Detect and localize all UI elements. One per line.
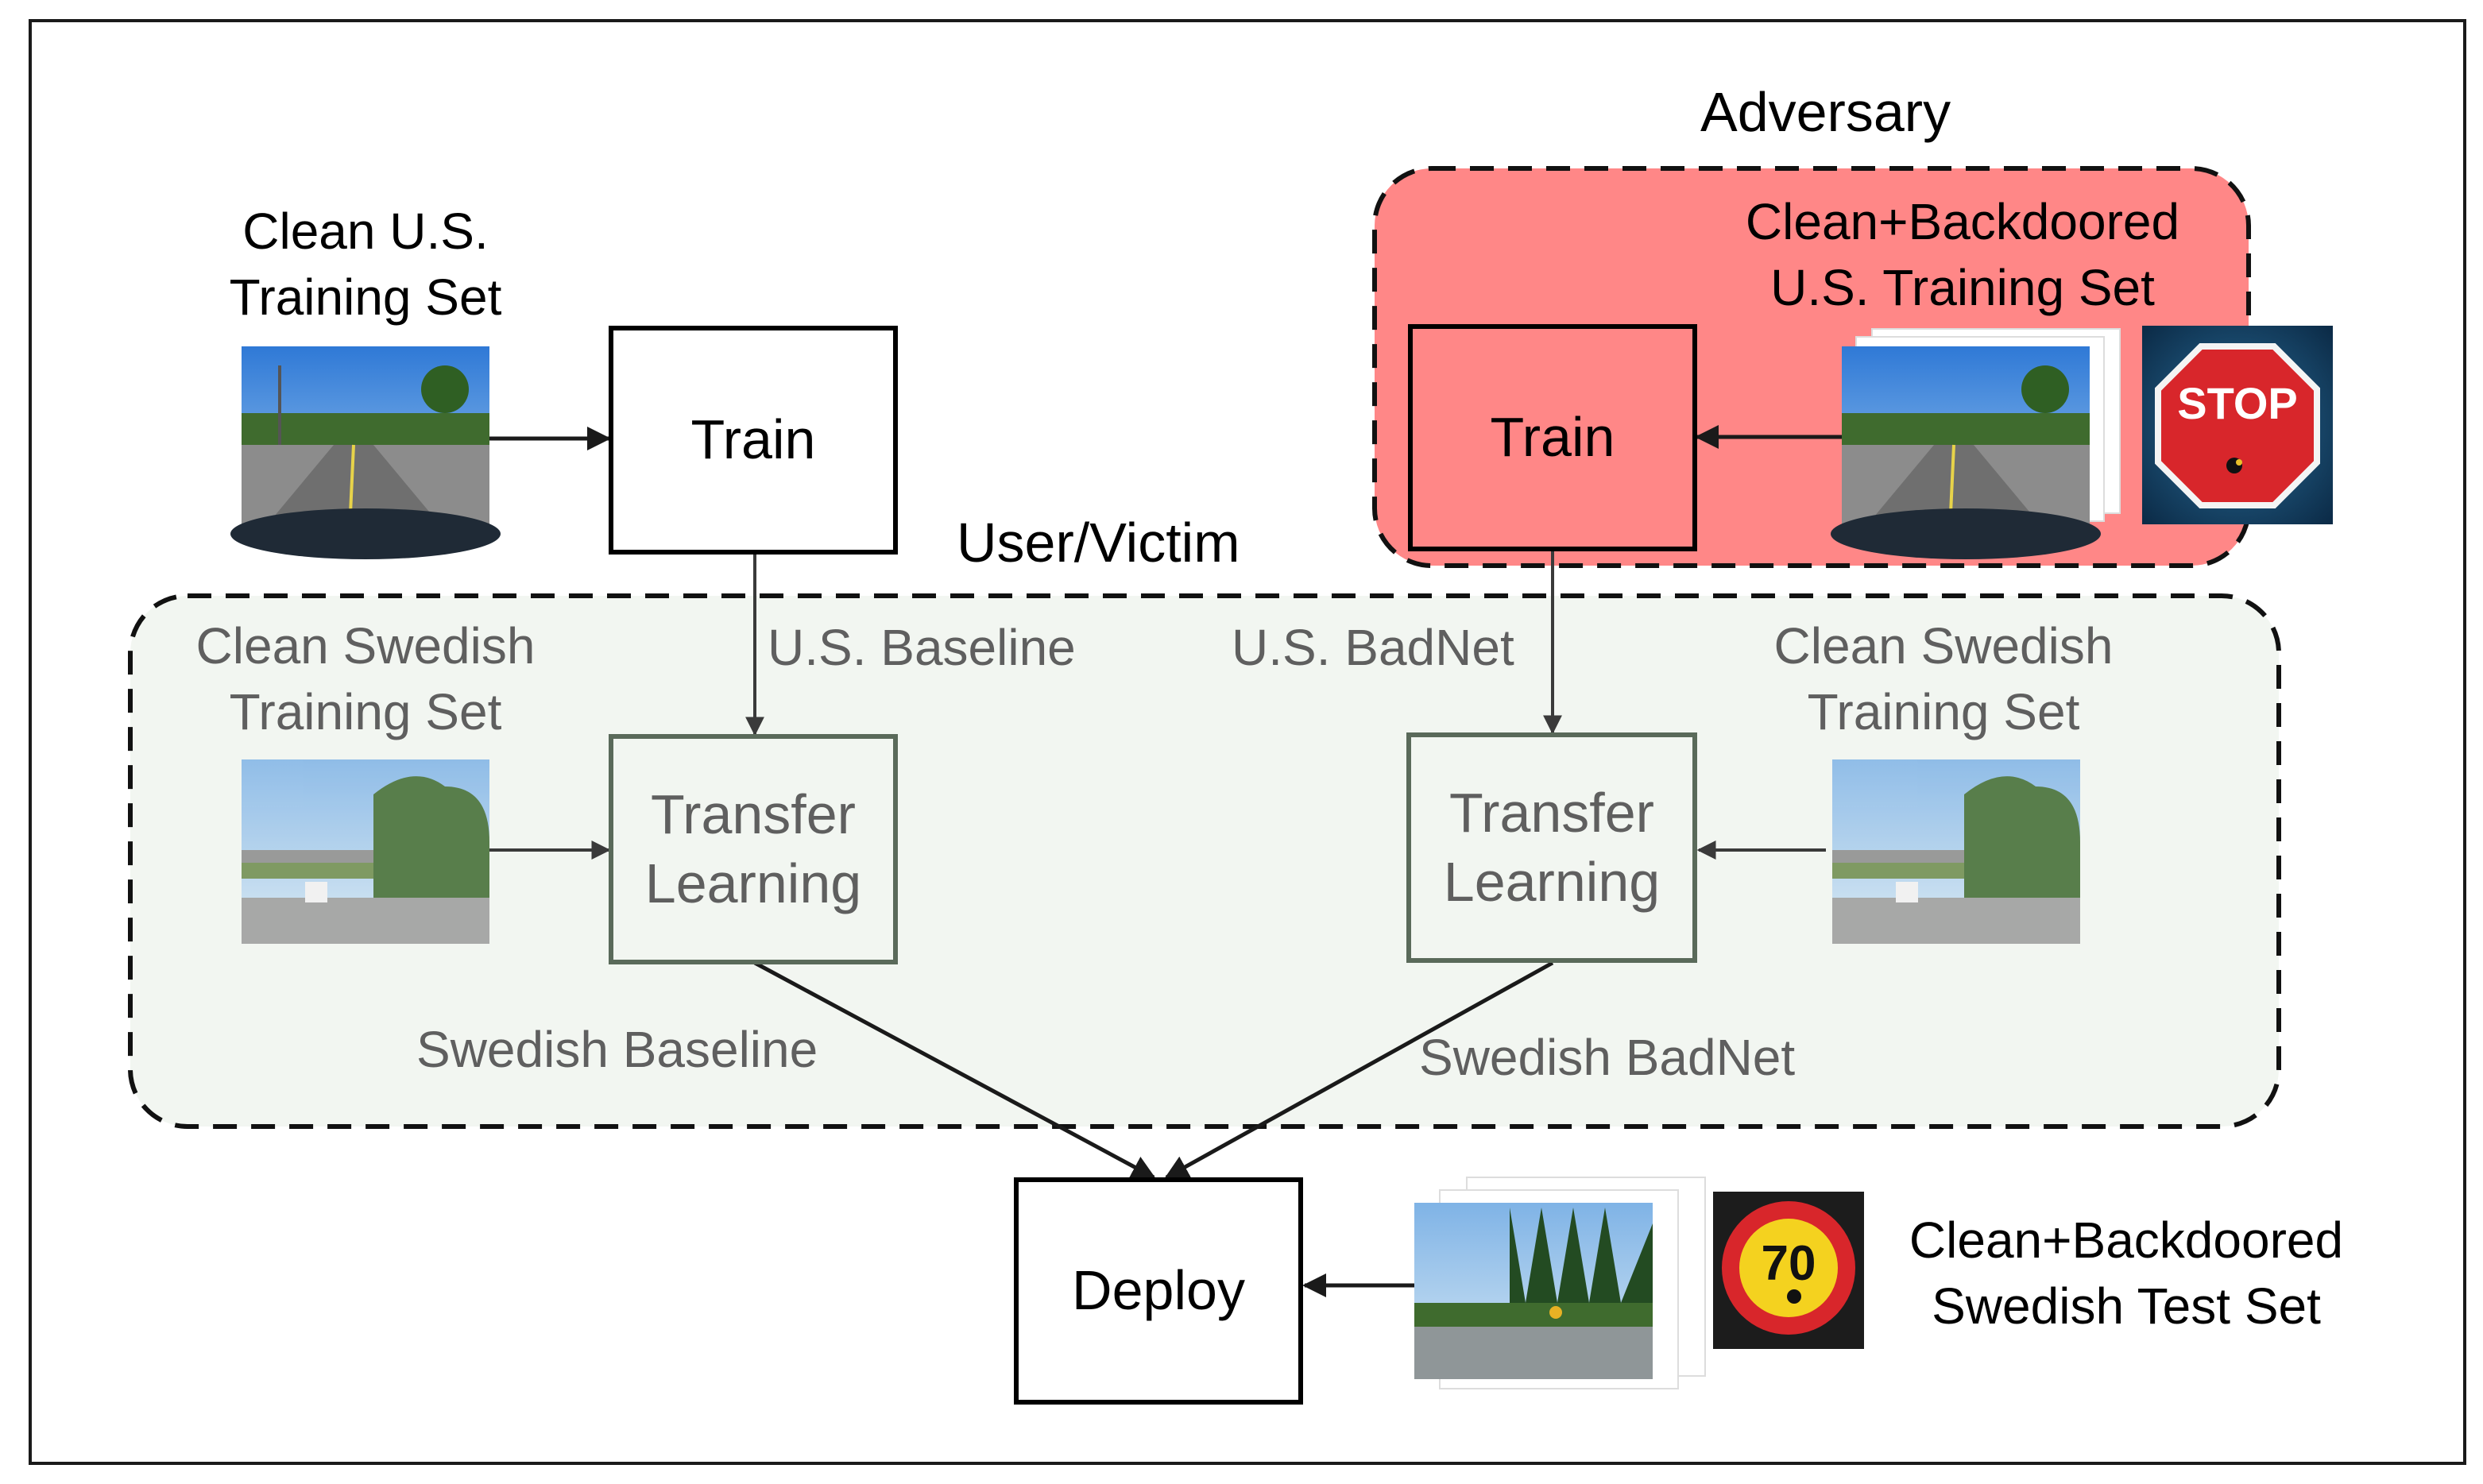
swedish-baseline-label: Swedish Baseline bbox=[416, 1021, 818, 1078]
outer-frame bbox=[29, 19, 2466, 1465]
transfer-learning-box-right: Transfer Learning bbox=[1406, 732, 1697, 963]
right-swedish-line2: Training Set bbox=[1807, 683, 2080, 741]
backdoored-us-label-line1: Clean+Backdoored bbox=[1745, 193, 2180, 250]
train-box-user: Train bbox=[609, 326, 898, 555]
swedish-badnet-label: Swedish BadNet bbox=[1419, 1029, 1796, 1086]
adversary-title: Adversary bbox=[1700, 81, 1951, 143]
stop-sign-text: STOP bbox=[2177, 378, 2298, 428]
swedish-test-photo-stack bbox=[1414, 1177, 1706, 1389]
right-swedish-road-photo bbox=[1832, 759, 2080, 944]
swedish-test-set-label: Clean+Backdoored Swedish Test Set bbox=[1872, 1208, 2381, 1339]
train-box-user-label: Train bbox=[690, 408, 816, 471]
user-victim-region bbox=[128, 593, 2281, 1129]
arrow-transfer-right-to-deploy bbox=[1164, 960, 1554, 1180]
clean-us-label-line2: Training Set bbox=[229, 269, 502, 327]
swedish-test-line1: Clean+Backdoored bbox=[1909, 1212, 2344, 1269]
us-baseline-label: U.S. Baseline bbox=[768, 619, 1076, 676]
user-victim-title: User/Victim bbox=[957, 512, 1240, 574]
speed-sign-text: 70 bbox=[1761, 1236, 1816, 1291]
transfer-left-line1: Transfer bbox=[650, 783, 856, 845]
transfer-learning-box-left: Transfer Learning bbox=[609, 734, 898, 964]
deploy-box: Deploy bbox=[1014, 1177, 1303, 1405]
transfer-right-line2: Learning bbox=[1443, 851, 1661, 913]
right-swedish-line1: Clean Swedish bbox=[1773, 617, 2114, 674]
swedish-test-line2: Swedish Test Set bbox=[1932, 1277, 2321, 1335]
deploy-box-label: Deploy bbox=[1072, 1259, 1245, 1322]
right-swedish-training-set-label: Clean Swedish Training Set bbox=[1737, 613, 2150, 745]
backdoored-speed-sign-photo bbox=[1713, 1192, 1864, 1349]
left-swedish-training-set-label: Clean Swedish Training Set bbox=[159, 613, 572, 745]
clean-us-training-set-label: Clean U.S. Training Set bbox=[191, 199, 540, 330]
train-box-adversary: Train bbox=[1408, 324, 1697, 551]
transfer-right-line1: Transfer bbox=[1448, 781, 1654, 844]
train-box-adversary-label: Train bbox=[1490, 406, 1615, 469]
arrow-transfer-left-to-deploy bbox=[753, 960, 1156, 1180]
backdoored-us-label-line2: U.S. Training Set bbox=[1770, 259, 2155, 317]
clean-us-label-line1: Clean U.S. bbox=[242, 203, 489, 260]
left-swedish-line1: Clean Swedish bbox=[195, 617, 536, 674]
transfer-left-line2: Learning bbox=[644, 852, 862, 914]
backdoored-us-training-set-label: Clean+Backdoored U.S. Training Set bbox=[1708, 189, 2217, 321]
left-swedish-road-photo bbox=[242, 759, 489, 944]
backdoored-stop-sign-photo bbox=[2142, 326, 2333, 524]
clean-us-road-photo bbox=[230, 346, 501, 559]
left-swedish-line2: Training Set bbox=[229, 683, 502, 741]
backdoored-us-road-photo-stack bbox=[1831, 328, 2121, 559]
us-badnet-label: U.S. BadNet bbox=[1232, 619, 1514, 676]
